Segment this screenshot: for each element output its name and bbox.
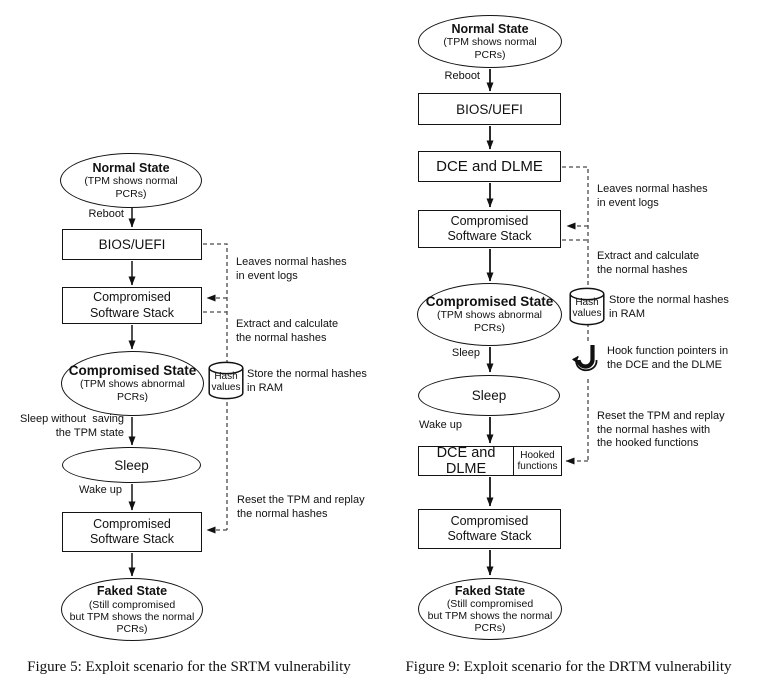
node-faked-state-drtm: Faked State (Still compromised but TPM s… xyxy=(418,578,562,640)
node-subtitle: (Still compromised but TPM shows the nor… xyxy=(427,598,553,635)
cylinder-icon xyxy=(208,361,244,400)
hash-values-cylinder-drtm: Hash values xyxy=(569,287,605,327)
edge-label-reboot-drtm: Reboot xyxy=(444,70,480,82)
node-compromised-stack-2-drtm: Compromised Software Stack xyxy=(418,509,561,549)
node-subtitle: (Still compromised but TPM shows the nor… xyxy=(69,598,195,635)
dashed-drtm-dce1-out xyxy=(562,166,589,461)
hook-arrow-icon xyxy=(571,341,601,382)
cylinder-label: Hash values xyxy=(211,371,241,393)
node-title: Normal State xyxy=(92,160,170,175)
annotation-store-in-ram-srtm: Store the normal hashes in RAM xyxy=(247,368,367,394)
edge-label-sleep-without-saving-srtm: Sleep without saving the TPM state xyxy=(20,413,124,439)
figure-9-caption: Figure 9: Exploit scenario for the DRTM … xyxy=(405,659,732,675)
annotation-leaves-hashes-srtm: Leaves normal hashes in event logs xyxy=(236,256,347,282)
node-hooked-functions-label: Hooked functions xyxy=(513,447,561,475)
node-compromised-state-srtm: Compromised State (TPM shows abnormal PC… xyxy=(61,351,204,416)
node-dce-dlme-label: DCE and DLME xyxy=(436,445,500,477)
drtm-dashed-feedback xyxy=(562,166,589,465)
node-title: Compromised State xyxy=(68,362,197,378)
edge-label-wake-up-drtm: Wake up xyxy=(418,419,462,431)
annotation-extract-calculate-srtm: Extract and calculate the normal hashes xyxy=(236,318,339,344)
node-compromised-stack-2-srtm: Compromised Software Stack xyxy=(62,512,202,552)
node-subtitle: (TPM shows normal PCRs) xyxy=(84,175,178,200)
node-subtitle: (TPM shows abnormal PCRs) xyxy=(79,378,186,403)
node-compromised-stack-1-srtm: Compromised Software Stack xyxy=(62,287,202,324)
edge-label-reboot-srtm: Reboot xyxy=(88,208,124,220)
node-sleep-srtm: Sleep xyxy=(62,447,201,483)
edge-label-sleep-drtm: Sleep xyxy=(451,347,480,359)
annotation-extract-calculate-drtm: Extract and calculate the normal hashes xyxy=(597,250,700,276)
annotation-hook-function-pointers-drtm: Hook function pointers in the DCE and th… xyxy=(607,345,729,371)
node-normal-state-srtm: Normal State (TPM shows normal PCRs) xyxy=(60,153,202,208)
node-title: Compromised State xyxy=(425,293,554,309)
node-bios-uefi-drtm: BIOS/UEFI xyxy=(418,93,561,125)
node-faked-state-srtm: Faked State (Still compromised but TPM s… xyxy=(61,578,203,641)
node-dce-dlme-drtm: DCE and DLME xyxy=(418,151,561,182)
annotation-store-in-ram-drtm: Store the normal hashes in RAM xyxy=(609,294,729,320)
node-compromised-stack-1-drtm: Compromised Software Stack xyxy=(418,210,561,248)
node-subtitle: (TPM shows normal PCRs) xyxy=(443,36,537,61)
node-compromised-state-drtm: Compromised State (TPM shows abnormal PC… xyxy=(417,283,562,346)
annotation-leaves-hashes-drtm: Leaves normal hashes in event logs xyxy=(597,183,708,209)
node-dce-dlme-hooked-drtm: DCE and DLME Hooked functions xyxy=(418,445,562,477)
annotation-reset-replay-drtm: Reset the TPM and replay the normal hash… xyxy=(597,410,725,449)
node-sleep-drtm: Sleep xyxy=(418,375,560,416)
edge-label-wake-up-srtm: Wake up xyxy=(78,484,122,496)
figure-5-caption: Figure 5: Exploit scenario for the SRTM … xyxy=(27,659,351,675)
node-bios-uefi-srtm: BIOS/UEFI xyxy=(62,229,202,260)
hash-values-cylinder-srtm: Hash values xyxy=(208,361,244,401)
node-subtitle: (TPM shows abnormal PCRs) xyxy=(436,309,543,334)
node-normal-state-drtm: Normal State (TPM shows normal PCRs) xyxy=(418,15,562,68)
cylinder-label: Hash values xyxy=(572,297,602,319)
node-title: Normal State xyxy=(451,21,529,36)
node-title: Faked State xyxy=(96,584,168,599)
cylinder-icon xyxy=(569,287,605,326)
srtm-dashed-feedback xyxy=(203,243,228,534)
dashed-srtm-bios-out xyxy=(203,243,228,530)
annotation-reset-replay-srtm: Reset the TPM and replay the normal hash… xyxy=(237,494,365,520)
node-title: Faked State xyxy=(454,583,526,598)
